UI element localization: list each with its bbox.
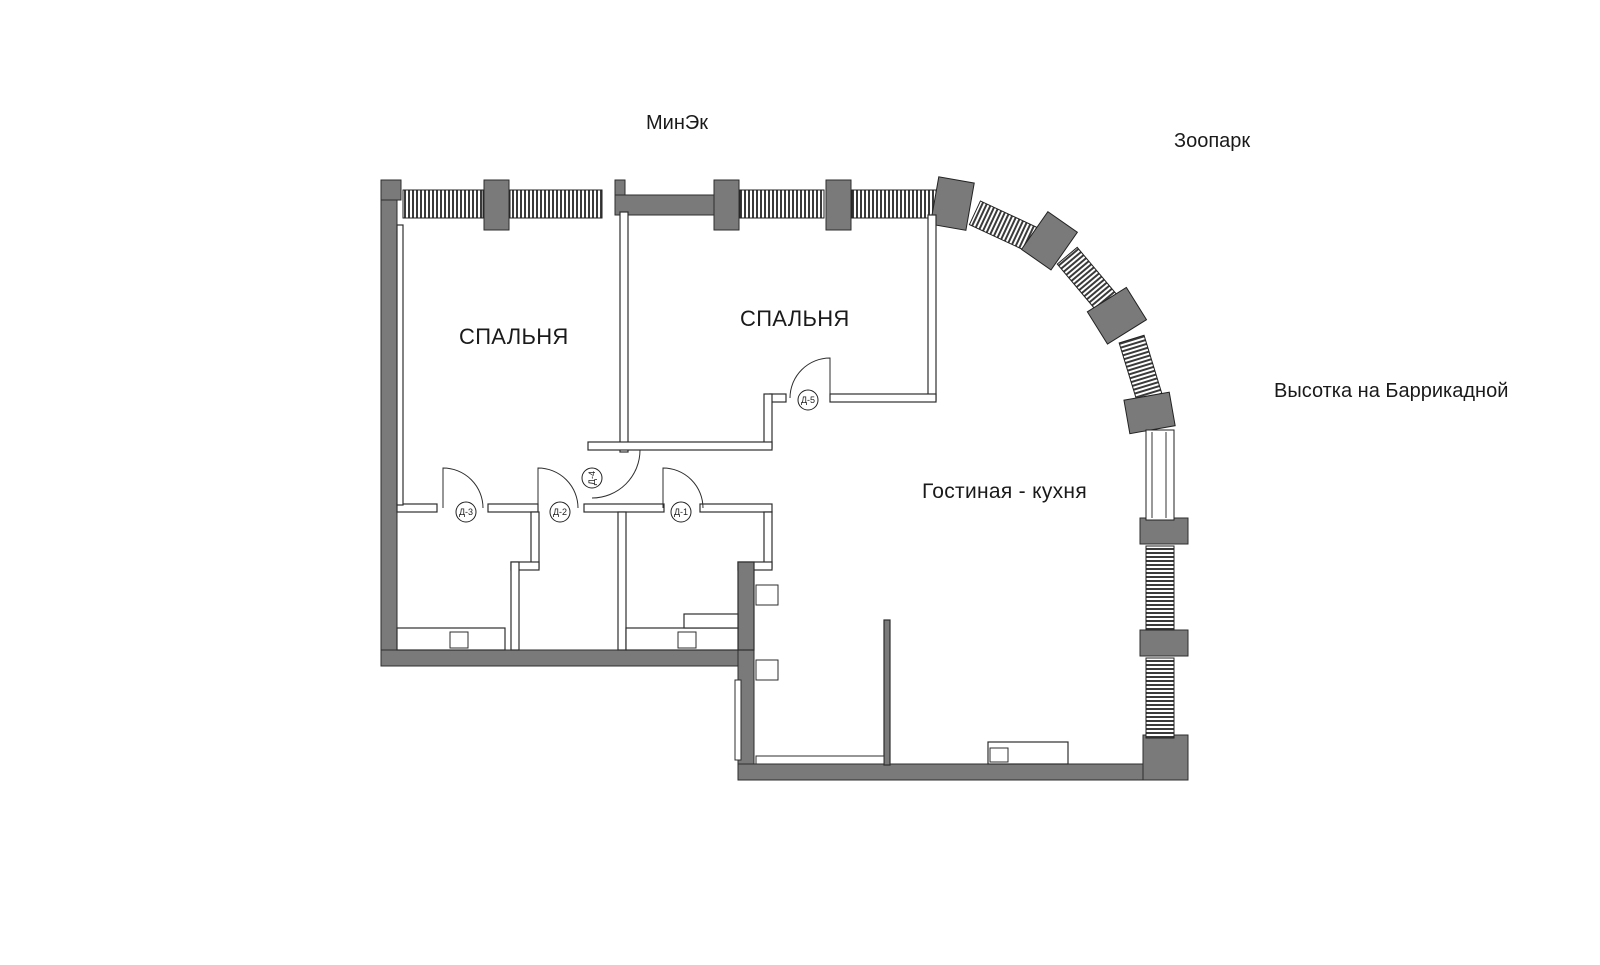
- curved-facade: [929, 176, 1176, 739]
- room-label-living-kitchen: Гостиная - кухня: [922, 480, 1087, 503]
- fixtures: [449, 584, 1009, 765]
- windows-north: [402, 189, 937, 219]
- door-tags: Д-3 Д-2 Д-1 Д-4 Д-5: [455, 389, 819, 523]
- door-tag-2: Д-2: [553, 507, 567, 517]
- door-tag-5: Д-5: [801, 395, 815, 405]
- view-label-northeast: Зоопарк: [1174, 130, 1251, 152]
- view-label-north: МинЭк: [646, 112, 709, 134]
- room-label-bedroom-2: СПАЛЬНЯ: [740, 306, 850, 331]
- room-label-bedroom-1: СПАЛЬНЯ: [459, 324, 569, 349]
- door-tag-3: Д-3: [459, 507, 473, 517]
- outer-walls: [380, 179, 1189, 781]
- view-label-east: Высотка на Баррикадной: [1274, 380, 1509, 402]
- doors: [442, 357, 831, 509]
- door-tag-4: Д-4: [587, 471, 597, 485]
- door-tag-1: Д-1: [674, 507, 688, 517]
